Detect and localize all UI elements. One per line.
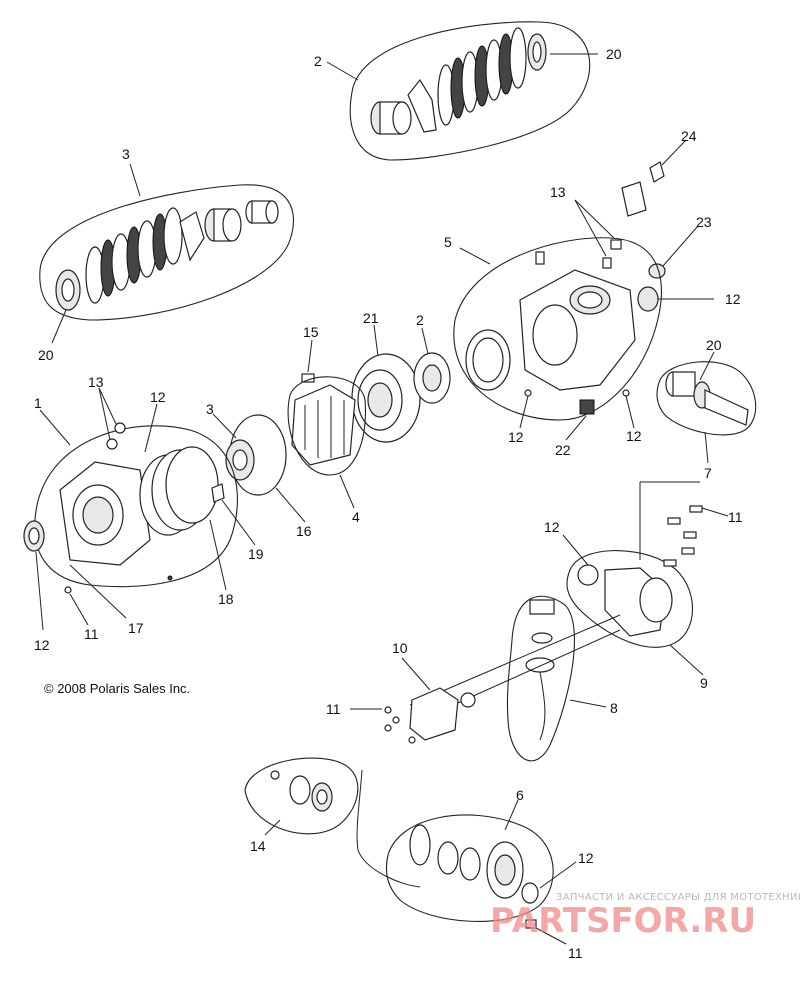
- callout-12: 12: [508, 429, 524, 445]
- group-9-housing: [562, 481, 729, 676]
- callout-12: 12: [578, 850, 594, 866]
- callout-14: 14: [250, 838, 266, 854]
- callout-2: 2: [416, 312, 424, 328]
- callout-12: 12: [150, 389, 166, 405]
- callout-12: 12: [626, 428, 642, 444]
- callout-11: 11: [84, 626, 99, 642]
- callout-20: 20: [706, 337, 722, 353]
- callout-20: 20: [38, 347, 54, 363]
- group-7-output-shaft: [656, 351, 757, 464]
- callout-5: 5: [444, 234, 452, 250]
- group-5-main-housing: [453, 237, 714, 441]
- callout-12: 12: [34, 637, 50, 653]
- callout-4: 4: [352, 509, 360, 525]
- group-2-clutch-pack: [326, 21, 598, 161]
- callout-23: 23: [696, 214, 712, 230]
- callout-10: 10: [392, 640, 408, 656]
- callout-2: 2: [314, 53, 322, 69]
- group-3-clutch-pack: [39, 163, 294, 344]
- group-6-cover: [385, 799, 577, 945]
- callout-24: 24: [681, 128, 697, 144]
- callout-11: 11: [326, 701, 341, 717]
- callout-3: 3: [122, 146, 130, 162]
- callout-6: 6: [516, 787, 524, 803]
- callout-21: 21: [363, 310, 379, 326]
- callout-13: 13: [550, 184, 566, 200]
- group-10-pump: [350, 657, 476, 744]
- middle-row-parts: [212, 324, 451, 523]
- callout-16: 16: [296, 523, 312, 539]
- callout-22: 22: [555, 442, 571, 458]
- group-14-seal-kit: [244, 757, 421, 888]
- callout-3: 3: [206, 401, 214, 417]
- callout-8: 8: [610, 700, 618, 716]
- watermark-tagline: ЗАПЧАСТИ И АКСЕССУАРЫ ДЛЯ МОТОТЕХНИКИ: [556, 892, 800, 903]
- callout-11: 11: [568, 945, 583, 961]
- callout-12: 12: [544, 519, 560, 535]
- small-parts-upper-right: [574, 139, 699, 279]
- callout-11: 11: [728, 509, 743, 525]
- watermark-logo: PARTSFOR.RU: [490, 901, 756, 941]
- callout-20: 20: [606, 46, 622, 62]
- callout-18: 18: [218, 591, 234, 607]
- callout-9: 9: [700, 675, 708, 691]
- group-1-left-housing: [23, 387, 256, 631]
- callout-19: 19: [248, 546, 264, 562]
- callout-7: 7: [704, 465, 712, 481]
- group-8-hose: [409, 595, 621, 762]
- callout-12: 12: [725, 291, 741, 307]
- callout-labels: 2 20 3 24 13 23 5 12 20 15 21 2 20 12 22…: [34, 46, 743, 961]
- callout-15: 15: [303, 324, 319, 340]
- callout-1: 1: [34, 395, 42, 411]
- callout-13: 13: [88, 374, 104, 390]
- callout-17: 17: [128, 620, 144, 636]
- copyright-notice: © 2008 Polaris Sales Inc.: [44, 681, 190, 696]
- watermark: ЗАПЧАСТИ И АКСЕССУАРЫ ДЛЯ МОТОТЕХНИКИ PA…: [490, 892, 800, 941]
